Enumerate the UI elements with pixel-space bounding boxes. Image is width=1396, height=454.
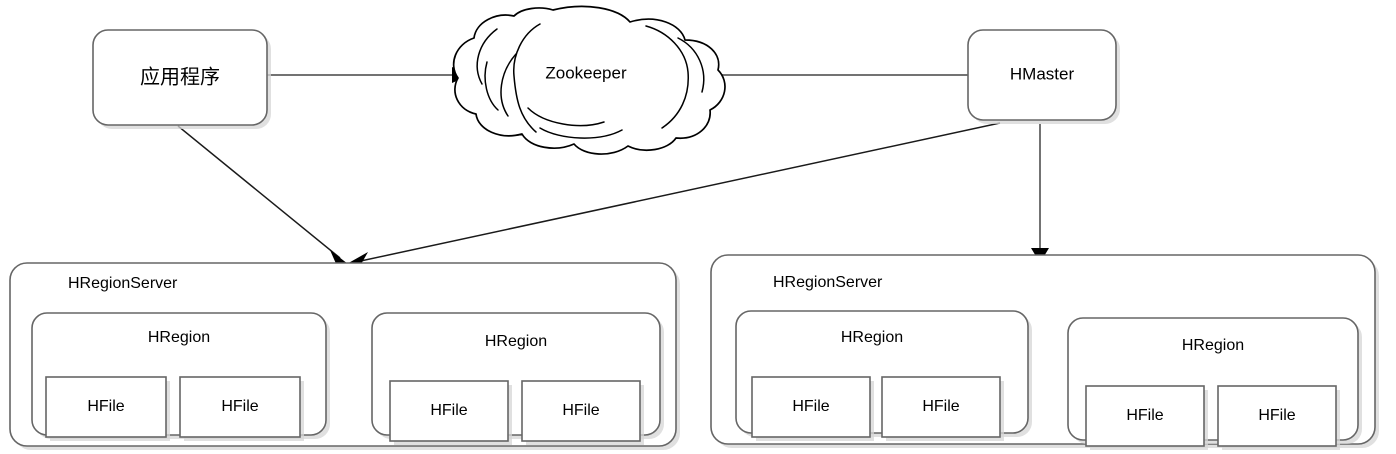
hfile-box[interactable] xyxy=(45,376,167,438)
application-label: 应用程序 xyxy=(140,65,220,88)
node-region-left-1[interactable]: HRegion HFile HFile xyxy=(31,312,330,441)
hfile-label: HFile xyxy=(87,398,124,415)
zookeeper-cloud-detail-6 xyxy=(677,37,705,93)
edge-hmaster-to-region-server-left xyxy=(345,122,1001,266)
node-application[interactable]: 应用程序 xyxy=(92,29,271,129)
region-right-1-label: HRegion xyxy=(841,329,903,346)
node-region-right-1[interactable]: HRegion HFile HFile xyxy=(735,310,1032,441)
region-left-2-label: HRegion xyxy=(485,333,547,350)
zookeeper-cloud-detail-5 xyxy=(645,25,689,129)
hfile-box[interactable] xyxy=(389,380,509,442)
application-box[interactable] xyxy=(92,29,268,126)
node-region-server-left[interactable]: HRegionServer HRegion HFile HFile HRegio… xyxy=(9,262,680,450)
edge-hmaster-to-zookeeper xyxy=(695,67,968,83)
hfile-box[interactable] xyxy=(751,376,871,438)
hfile-box[interactable] xyxy=(881,376,1001,438)
zookeeper-cloud-detail-8 xyxy=(527,107,605,127)
edge-application-to-zookeeper xyxy=(267,67,470,83)
hfile-label: HFile xyxy=(562,402,599,419)
zookeeper-cloud-detail-3 xyxy=(484,61,499,111)
node-hmaster[interactable]: HMaster xyxy=(967,29,1120,124)
hfile-box[interactable] xyxy=(1085,385,1205,447)
node-region-left-2[interactable]: HRegion HFile HFile xyxy=(371,312,664,445)
edge-application-to-region-server-left xyxy=(177,125,348,266)
hfile-label: HFile xyxy=(922,398,959,415)
region-left-1-label: HRegion xyxy=(148,329,210,346)
zookeeper-cloud-detail-2 xyxy=(500,53,517,117)
hfile-box[interactable] xyxy=(1217,385,1337,447)
zookeeper-cloud-detail-7 xyxy=(539,127,623,139)
node-region-right-2[interactable]: HRegion HFile HFile xyxy=(1067,317,1362,450)
hfile-label: HFile xyxy=(1258,407,1295,424)
hmaster-label: HMaster xyxy=(1010,64,1075,83)
hfile-box[interactable] xyxy=(179,376,301,438)
hfile-label: HFile xyxy=(1126,407,1163,424)
edge-hmaster-to-region-server-right xyxy=(1031,124,1049,263)
region-right-2-label: HRegion xyxy=(1182,337,1244,354)
hfile-box[interactable] xyxy=(521,380,641,442)
hfile-label: HFile xyxy=(792,398,829,415)
region-server-right-label: HRegionServer xyxy=(773,274,883,291)
zookeeper-label: Zookeeper xyxy=(545,63,627,82)
zookeeper-cloud-detail-4 xyxy=(513,23,541,133)
hfile-label: HFile xyxy=(430,402,467,419)
hmaster-box[interactable] xyxy=(967,29,1117,121)
hfile-label: HFile xyxy=(221,398,258,415)
node-zookeeper[interactable]: Zookeeper xyxy=(452,5,726,155)
node-region-server-right[interactable]: HRegionServer HRegion HFile HFile HRegio… xyxy=(710,254,1379,450)
region-server-left-label: HRegionServer xyxy=(68,275,178,292)
zookeeper-cloud-detail-1 xyxy=(476,28,498,85)
